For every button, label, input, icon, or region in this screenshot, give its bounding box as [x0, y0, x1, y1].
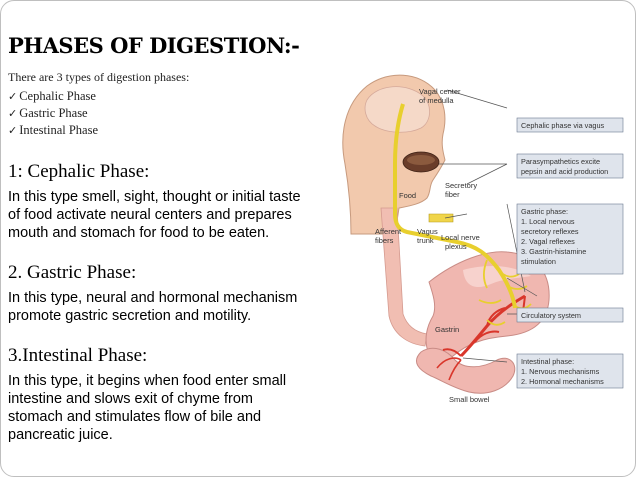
label-local-nerve-plexus-2: plexus — [445, 242, 467, 251]
small-bowel-shape — [416, 347, 516, 394]
brain-shape — [364, 86, 430, 133]
phase-text-line: In this type, neural and hormonal mechan… — [8, 290, 298, 306]
phase-heading-cephalic: 1: Cephalic Phase: — [8, 161, 150, 182]
vagus-nerve — [393, 103, 517, 309]
box-gastric-text-4: 2. Vagal reflexes — [521, 237, 575, 246]
phase-text-line: mouth and stomach for food to be eaten. — [8, 225, 270, 241]
digestion-diagram: Vagal center of medulla Food Secretory f… — [342, 74, 624, 404]
label-vagus-trunk-2: trunk — [417, 236, 434, 245]
box-cephalic-text: Cephalic phase via vagus — [521, 121, 605, 130]
checklist-item-intestinal: ✓Intestinal Phase — [8, 123, 98, 138]
checklist-item-gastric: ✓Gastric Phase — [8, 106, 88, 121]
label-local-nerve-plexus: Local nerve — [441, 233, 480, 242]
box-cephalic: Cephalic phase via vagus — [516, 117, 624, 133]
phase-text-line: In this type, it begins when food enter … — [8, 373, 287, 389]
artery-bowel-branches — [436, 357, 462, 381]
phase-heading-gastric: 2. Gastric Phase: — [8, 262, 137, 283]
label-afferent-fibers: Afferent — [375, 227, 402, 236]
label-secretory-fiber: Secretory — [445, 181, 477, 190]
phase-heading-intestinal: 3.Intestinal Phase: — [8, 345, 148, 366]
phase-text-line: In this type smell, sight, thought or in… — [8, 189, 301, 205]
secretory-fiber-bundle — [428, 213, 454, 223]
box-gastric-text-6: stimulation — [521, 257, 556, 266]
checklist-item-cephalic: ✓Cephalic Phase — [8, 89, 96, 104]
stomach-shape — [425, 251, 550, 364]
label-vagal-center: Vagal center — [419, 87, 461, 96]
box-intestinal-text-1: Intestinal phase: — [521, 357, 574, 366]
box-parasympathetics: Parasympathetics excite pepsin and acid … — [516, 153, 624, 179]
phase-text-line: promote gastric secretion and motility. — [8, 308, 252, 324]
checklist-label: Cephalic Phase — [19, 89, 96, 103]
box-intestinal: Intestinal phase: 1. Nervous mechanisms … — [516, 353, 624, 389]
stomach-highlight — [463, 266, 531, 288]
box-intestinal-text-3: 2. Hormonal mechanisms — [521, 377, 604, 386]
box-gastric-text-2: 1. Local nervous — [521, 217, 575, 226]
box-circulatory-text: Circulatory system — [521, 311, 581, 320]
label-vagus-trunk: Vagus — [417, 227, 438, 236]
label-afferent-fibers-2: fibers — [375, 236, 394, 245]
box-circulatory: Circulatory system — [516, 307, 624, 323]
pointer-lines — [439, 89, 538, 363]
label-vagal-center-2: of medulla — [419, 96, 454, 105]
label-gastrin: Gastrin — [435, 325, 459, 334]
check-mark-icon: ✓ — [8, 90, 18, 103]
label-food: Food — [399, 191, 416, 200]
phase-text-line: stomach and stimulates flow of bile and — [8, 409, 262, 425]
checklist-label: Intestinal Phase — [19, 123, 99, 137]
phase-text-line: intestine and slows exit of chyme from — [8, 391, 253, 407]
box-gastric: Gastric phase: 1. Local nervous secretor… — [516, 203, 624, 275]
box-gastric-text-3: secretory reflexes — [521, 227, 579, 236]
box-gastric-text-1: Gastric phase: — [521, 207, 568, 216]
box-gastric-text-5: 3. Gastrin-histamine — [521, 247, 586, 256]
check-mark-icon: ✓ — [8, 107, 18, 120]
artery-branches — [442, 295, 526, 357]
box-parasympathetics-text-1: Parasympathetics excite — [521, 157, 600, 166]
food-top — [407, 155, 435, 165]
phase-text-line: of food activate neural centers and prep… — [8, 207, 292, 223]
box-intestinal-text-2: 1. Nervous mechanisms — [521, 367, 600, 376]
label-secretory-fiber-2: fiber — [445, 190, 460, 199]
check-mark-icon: ✓ — [8, 124, 18, 137]
phase-text-line: pancreatic juice. — [8, 427, 113, 443]
intro-text: There are 3 types of digestion phases: — [8, 70, 190, 84]
box-parasympathetics-text-2: pepsin and acid production — [521, 167, 608, 176]
slide-title: PHASES OF DIGESTION:- — [8, 33, 300, 58]
label-small-bowel: Small bowel — [449, 395, 490, 404]
checklist-label: Gastric Phase — [19, 106, 88, 120]
